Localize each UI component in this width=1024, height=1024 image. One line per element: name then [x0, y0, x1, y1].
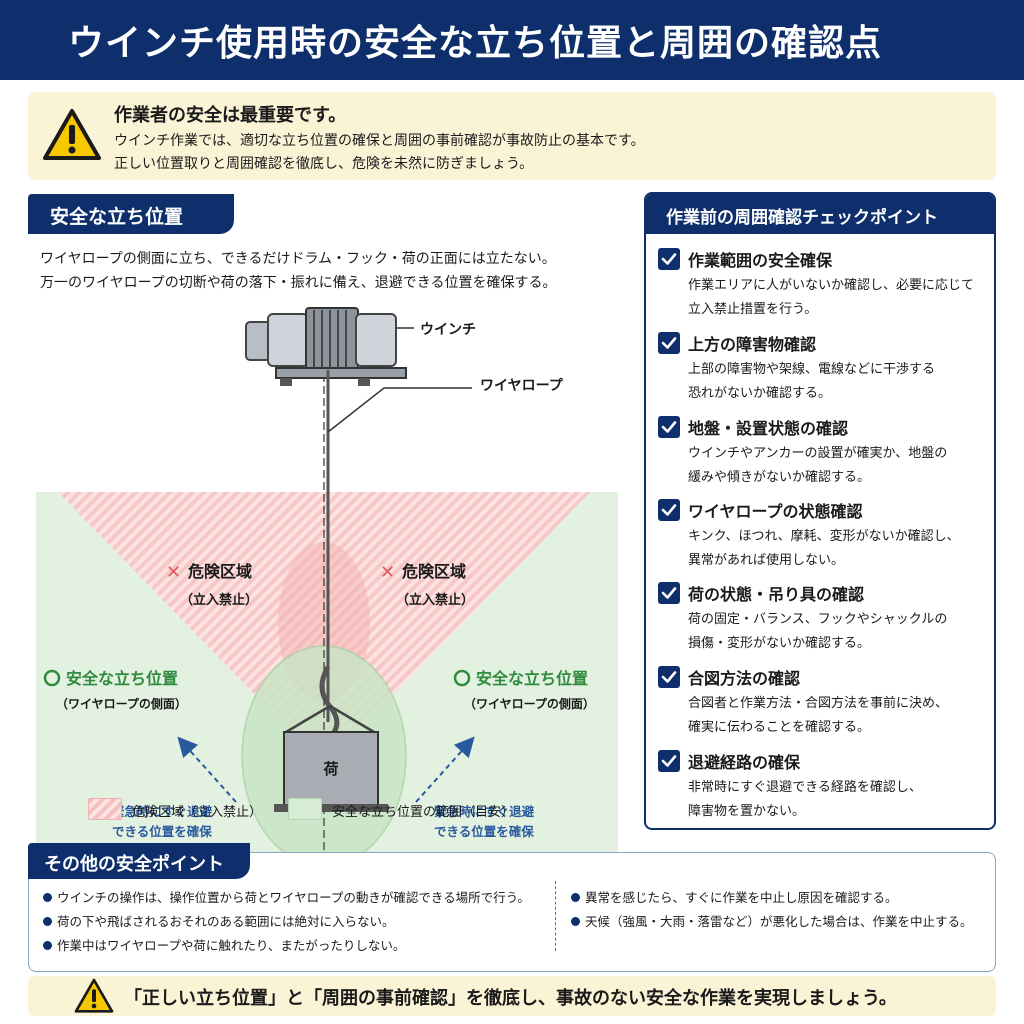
- checklist-item-desc: 立入禁止措置を行う。: [688, 302, 818, 317]
- checklist-item: 地盤・設置状態の確認 ウインチやアンカーの設置が確実か、地盤の 緩みや傾きがない…: [656, 414, 988, 494]
- legend-danger-label: 危険区域（立入禁止）: [132, 805, 263, 820]
- cross-icon: ✕: [380, 562, 395, 583]
- checklist-item-desc: 確実に伝わることを確認する。: [688, 720, 871, 735]
- legend-safe-swatch: [288, 798, 322, 820]
- escape-right-1: 緊急時にすぐ退避: [434, 804, 535, 819]
- danger-sub-left: （立入禁止）: [180, 592, 258, 608]
- checklist-item-title: 地盤・設置状態の確認: [688, 419, 849, 438]
- checklist-item: 退避経路の確保 非常時にすぐ退避できる経路を確認し、 障害物を置かない。: [656, 748, 988, 828]
- checklist-item-title: 退避経路の確保: [688, 753, 801, 772]
- safety-notice: 作業者の安全は最重要です。 ウインチ作業では、適切な立ち位置の確保と周囲の事前確…: [28, 92, 996, 180]
- checklist-item-desc: 異常があれば使用しない。: [688, 553, 845, 568]
- check-icon: [658, 248, 680, 270]
- load-base: [274, 804, 388, 812]
- escape-right-2: できる位置を確保: [434, 824, 534, 839]
- checklist-item-desc: キンク、ほつれ、摩耗、変形がないか確認し、: [688, 529, 960, 544]
- circle-icon: [43, 669, 61, 687]
- check-icon: [658, 416, 680, 438]
- danger-label-right: 危険区域: [402, 562, 466, 581]
- checklist-item-title: 荷の状態・吊り具の確認: [688, 585, 865, 604]
- checklist-item-desc: 上部の障害物や架線、電線などに干渉する: [688, 362, 936, 377]
- checklist-item-desc: 荷の固定・バランス、フックやシャックルの: [688, 612, 948, 627]
- arrow-icon: [415, 736, 475, 803]
- checklist-item-title: 作業範囲の安全確保: [688, 251, 833, 270]
- check-icon: [658, 332, 680, 354]
- hook-graphic: [319, 665, 340, 734]
- checklist-item-title: ワイヤロープの状態確認: [688, 502, 863, 521]
- safe-sub-left: （ワイヤロープの側面）: [56, 696, 187, 711]
- checklist-item-title: 上方の障害物確認: [688, 335, 817, 354]
- winch-graphic: [245, 307, 407, 386]
- other-points-panel: その他の安全ポイント ウインチの操作は、操作位置から荷とワイヤロープの動きが確認…: [28, 843, 996, 972]
- standing-desc-2: 万一のワイヤロープの切断や荷の落下・振れに備え、退避できる位置を確保する。: [40, 275, 557, 291]
- standing-position-panel: 安全な立ち位置 ワイヤロープの側面に立ち、できるだけドラム・フック・荷の正面には…: [28, 192, 622, 872]
- notice-heading: 作業者の安全は最重要です。: [114, 105, 347, 126]
- checklist-item-desc: 緩みや傾きがないか確認する。: [688, 470, 871, 485]
- divider: [555, 881, 556, 951]
- standing-desc-1: ワイヤロープの側面に立ち、できるだけドラム・フック・荷の正面には立たない。: [40, 251, 556, 267]
- escape-left-1: 緊急時にすぐ退避: [112, 804, 213, 819]
- bottom-message: 「正しい立ち位置」と「周囲の事前確認」を徹底し、事故のない安全な作業を実現しまし…: [124, 988, 897, 1009]
- check-icon: [658, 582, 680, 604]
- standing-diagram: ウインチ ワイヤロープ 荷 ✕ 危険区域 （立入禁止） ✕ 危険区域 （立入禁止…: [36, 307, 618, 872]
- other-point-item: 異常を感じたら、すぐに作業を中止し原因を確認する。: [571, 887, 898, 906]
- checklist-item-desc: 非常時にすぐ退避できる経路を確認し、: [688, 780, 922, 795]
- safe-label-right: 安全な立ち位置: [476, 669, 588, 688]
- other-point-item: 作業中はワイヤロープや荷に触れたり、またがったりしない。: [43, 935, 405, 954]
- wire-label: ワイヤロープ: [480, 378, 564, 394]
- check-icon: [658, 499, 680, 521]
- checklist-item-title: 合図方法の確認: [688, 669, 801, 688]
- notice-line-2: 正しい位置取りと周囲確認を徹底し、危険を未然に防ぎましょう。: [114, 156, 534, 172]
- checklist-item: 上方の障害物確認 上部の障害物や架線、電線などに干渉する 恐れがないか確認する。: [656, 330, 988, 410]
- cross-icon: ✕: [166, 562, 181, 583]
- safe-label-left: 安全な立ち位置: [66, 669, 178, 688]
- checklist-item-desc: 作業エリアに人がいないか確認し、必要に応じて: [688, 278, 975, 293]
- other-point-item: 天候（強風・大雨・落雷など）が悪化した場合は、作業を中止する。: [571, 911, 973, 930]
- other-point-item: 荷の下や飛ばされるおそれのある範囲には絶対に入らない。: [43, 911, 395, 930]
- bottom-banner: 「正しい立ち位置」と「周囲の事前確認」を徹底し、事故のない安全な作業を実現しまし…: [28, 976, 996, 1016]
- danger-sub-right: （立入禁止）: [396, 592, 474, 608]
- legend-safe-label: 安全な立ち位置の範囲（目安）: [332, 805, 515, 820]
- safe-sub-right: （ワイヤロープの側面）: [464, 696, 595, 711]
- bullet-icon: [571, 893, 580, 902]
- checklist-item-desc: 合図者と作業方法・合図方法を事前に決め、: [688, 696, 949, 711]
- bullet-icon: [43, 893, 52, 902]
- page-title: ウインチ使用時の安全な立ち位置と周囲の確認点: [68, 23, 883, 64]
- check-icon: [658, 666, 680, 688]
- checklist-item-desc: 損傷・変形がないか確認する。: [688, 636, 871, 651]
- checklist-item: 荷の状態・吊り具の確認 荷の固定・バランス、フックやシャックルの 損傷・変形がな…: [656, 580, 988, 660]
- diagram-legend: 危険区域（立入禁止） 安全な立ち位置の範囲（目安）: [88, 798, 548, 824]
- checklist-item: 作業範囲の安全確保 作業エリアに人がいないか確認し、必要に応じて 立入禁止措置を…: [656, 246, 988, 326]
- warning-icon: [74, 978, 114, 1013]
- bullet-icon: [571, 917, 580, 926]
- escape-left-2: できる位置を確保: [112, 824, 212, 839]
- wire-leader: [327, 387, 472, 433]
- checklist-item: 合図方法の確認 合図者と作業方法・合図方法を事前に決め、 確実に伝わることを確認…: [656, 664, 988, 744]
- warning-icon: [43, 109, 101, 160]
- checklist-item: ワイヤロープの状態確認 キンク、ほつれ、摩耗、変形がないか確認し、 異常があれば…: [656, 497, 988, 577]
- other-point-item: ウインチの操作は、操作位置から荷とワイヤロープの動きが確認できる場所で行う。: [43, 887, 530, 906]
- bullet-icon: [43, 917, 52, 926]
- page-header: ウインチ使用時の安全な立ち位置と周囲の確認点: [0, 0, 1024, 80]
- checklist-item-desc: ウインチやアンカーの設置が確実か、地盤の: [688, 446, 948, 461]
- circle-icon: [453, 669, 471, 687]
- arrow-icon: [177, 736, 237, 803]
- legend-danger-swatch: [88, 798, 122, 820]
- danger-label-left: 危険区域: [188, 562, 252, 581]
- load-box: [283, 731, 379, 811]
- winch-label: ウインチ: [420, 322, 476, 338]
- standing-section-title: 安全な立ち位置: [28, 194, 234, 234]
- checklist-item-desc: 障害物を置かない。: [688, 804, 806, 819]
- other-points-title: その他の安全ポイント: [28, 843, 250, 879]
- checklist-item-desc: 恐れがないか確認する。: [688, 386, 832, 401]
- bullet-icon: [43, 941, 52, 950]
- checklist-title: 作業前の周囲確認チェックポイント: [646, 194, 994, 234]
- notice-line-1: ウインチ作業では、適切な立ち位置の確保と周囲の事前確認が事故防止の基本です。: [114, 133, 645, 149]
- checklist-panel: 作業前の周囲確認チェックポイント 作業範囲の安全確保 作業エリアに人がいないか確…: [644, 192, 996, 830]
- load-label: 荷: [323, 760, 338, 778]
- check-icon: [658, 750, 680, 772]
